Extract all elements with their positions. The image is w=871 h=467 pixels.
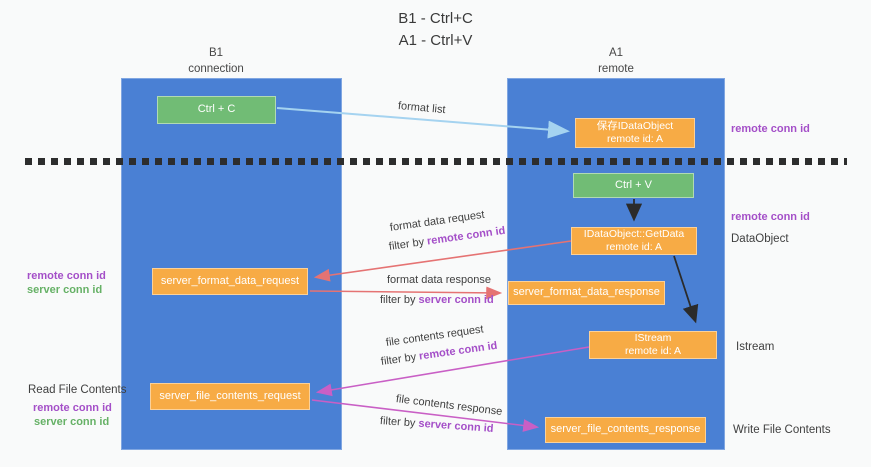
annotation-left-server-conn-id-1: server conn id <box>27 284 103 296</box>
label-format-list: format list <box>397 100 447 117</box>
annotation-dataobject: DataObject <box>731 233 789 245</box>
filter-by-text: filter by <box>380 294 419 306</box>
node-server-file-contents-response: server_file_contents_response <box>545 417 706 443</box>
filter-by-text: filter by <box>379 415 419 430</box>
node-ctrl-v: Ctrl + V <box>573 173 694 198</box>
lifeline-header-b1: B1 connection <box>106 46 326 77</box>
annotation-remote-conn-id-mid: remote conn id <box>731 211 810 223</box>
node-idataobject-getdata: IDataObject::GetData remote id: A <box>571 227 697 255</box>
remote-conn-id-highlight: remote conn id <box>418 339 499 363</box>
annotation-left-remote-conn-id-1: remote conn id <box>27 270 106 282</box>
label-filter-by-server-conn-id-2: filter by server conn id <box>380 415 494 435</box>
node-ctrl-c-label: Ctrl + C <box>197 103 236 116</box>
annotation-left-remote-conn-id-2: remote conn id <box>33 402 112 414</box>
node-server-format-data-response: server_format_data_response <box>508 281 665 305</box>
diagram-title: B1 - Ctrl+C A1 - Ctrl+V <box>0 8 871 52</box>
node-idataobject-getdata-line2: remote id: A <box>605 241 663 253</box>
phase-separator-dashed-line <box>25 158 847 165</box>
node-server-format-data-response-label: server_format_data_response <box>513 286 660 299</box>
filter-by-text: filter by <box>380 350 420 368</box>
annotation-read-file-contents: Read File Contents <box>28 384 127 396</box>
server-conn-id-highlight: server conn id <box>418 417 494 435</box>
label-format-data-response: format data response <box>387 274 491 286</box>
lifeline-b1-name: B1 <box>208 47 224 59</box>
annotation-remote-conn-id-top: remote conn id <box>731 123 810 135</box>
server-conn-id-highlight: server conn id <box>418 294 494 306</box>
lifeline-b1-role: connection <box>188 62 244 75</box>
node-istream-line1: IStream <box>634 331 672 344</box>
annotation-istream: Istream <box>736 341 775 353</box>
node-server-format-data-request: server_format_data_request <box>152 268 308 295</box>
node-server-format-data-request-label: server_format_data_request <box>160 274 300 287</box>
node-save-idataobject: 保存IDataObject remote id: A <box>575 118 695 148</box>
lifeline-a1-role: remote <box>598 62 634 75</box>
node-server-file-contents-request: server_file_contents_request <box>150 383 310 410</box>
label-filter-by-server-conn-id-1: filter by server conn id <box>380 294 494 306</box>
node-server-file-contents-request-label: server_file_contents_request <box>159 389 301 402</box>
annotation-left-server-conn-id-2: server conn id <box>34 416 110 428</box>
node-ctrl-v-label: Ctrl + V <box>615 178 652 191</box>
node-ctrl-c: Ctrl + C <box>157 96 276 124</box>
title-line-1: B1 - Ctrl+C <box>398 10 473 27</box>
title-line-2: A1 - Ctrl+V <box>398 31 473 49</box>
annotation-write-file-contents: Write File Contents <box>733 424 831 436</box>
lifeline-a1-name: A1 <box>608 47 624 59</box>
label-file-contents-response: file contents response <box>395 393 503 418</box>
node-save-idataobject-line1: 保存IDataObject <box>596 119 674 132</box>
node-istream-line2: remote id: A <box>624 345 682 357</box>
node-server-file-contents-response-label: server_file_contents_response <box>550 423 701 436</box>
lifeline-header-a1: A1 remote <box>506 46 726 77</box>
remote-conn-id-highlight: remote conn id <box>426 224 507 248</box>
node-save-idataobject-line2: remote id: A <box>606 133 664 145</box>
filter-by-text: filter by <box>388 235 428 253</box>
node-istream: IStream remote id: A <box>589 331 717 359</box>
node-idataobject-getdata-line1: IDataObject::GetData <box>583 227 685 240</box>
